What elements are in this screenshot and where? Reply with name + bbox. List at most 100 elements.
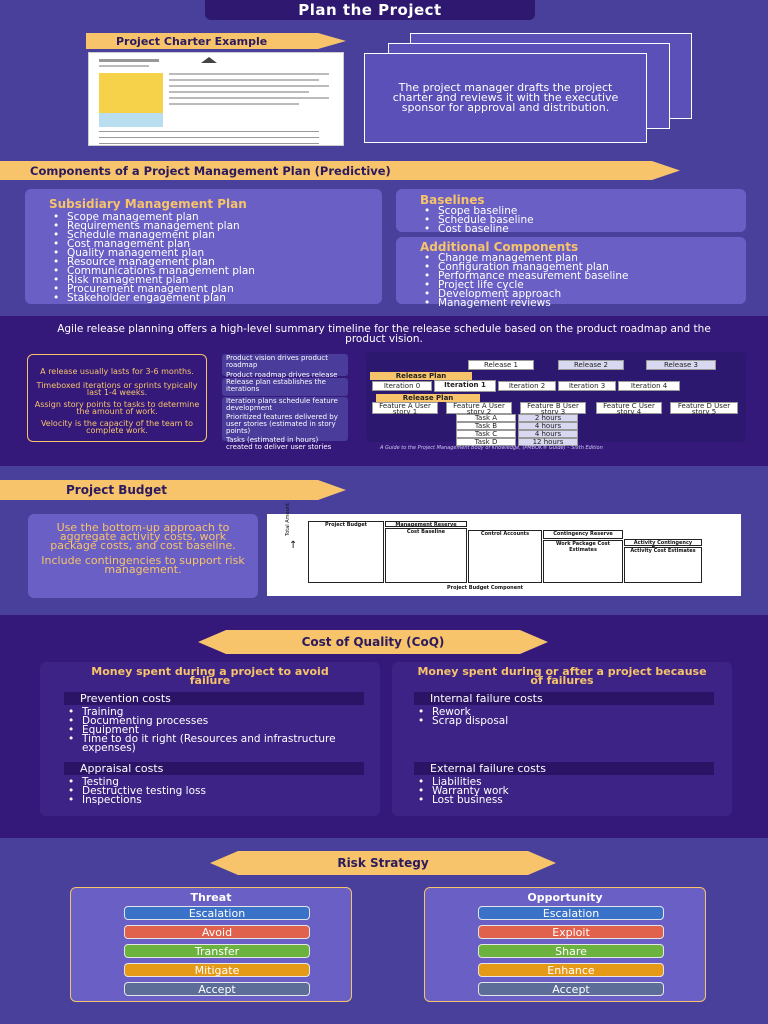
list-item: Inspections [64,795,206,806]
agile-label: Tasks (estimated in hours) created to de… [226,436,332,451]
opportunity-enhance: Enhance [478,963,664,977]
budget-box-label: Control Accounts [480,531,530,537]
release-box: Release 3 [646,360,716,370]
list-item: Warranty work [414,786,509,797]
agile-notes-box: A release usually lasts for 3-6 months. … [27,354,207,442]
components-banner-label: Components of a Project Management Plan … [30,163,391,178]
agile-intro: Agile release planning offers a high-lev… [57,323,711,345]
list-item: Cost management plan [49,239,382,250]
subsidiary-list: Scope management plan Requirements manag… [49,212,382,304]
budget-xlabel: Project Budget Component [447,585,524,591]
budget-box-label: Cost Baseline [406,529,446,535]
list-item: Lost business [414,795,509,806]
budget-box: Project Budget [308,521,384,583]
arrow-up-icon: ↑ [289,540,298,551]
budget-box: Control Accounts [468,530,542,583]
agile-label: Release plan establishes the iterations [226,378,326,393]
budget-text-box: Use the bottom-up approach to aggregate … [28,514,258,598]
task-box: Task C [456,430,516,438]
list-item: Scope management plan [49,212,382,223]
coq-failure-panel: Money spent during or after a project be… [392,662,732,816]
list-item: Risk management plan [49,275,382,286]
internal-failure-list: Rework Scrap disposal [414,707,508,727]
budget-box: Cost Baseline [385,528,467,583]
list-item: Development approach [420,289,746,300]
agile-note: Velocity is the capacity of the team to … [40,418,194,435]
budget-box: Work Package Cost Estimates [543,540,623,583]
list-item: Liabilities [414,777,509,788]
budget-box-label: Project Budget [324,522,368,528]
opportunity-share: Share [478,944,664,958]
budget-box-label: Contingency Reserve [553,531,613,537]
subsidiary-plans-panel: Subsidiary Management Plan Scope managem… [25,189,382,304]
threat-avoid: Avoid [124,925,310,939]
release-diagram: Release 1 Release 2 Release 3 Release Pl… [366,352,746,446]
threat-escalation: Escalation [124,906,310,920]
task-hours: 4 hours [518,422,578,430]
list-item: Cost baseline [420,224,746,235]
agile-note: Assign story points to tasks to determin… [34,399,200,416]
appraisal-costs-header: Appraisal costs [64,762,364,775]
budget-box: Management Reserve [385,521,467,528]
threat-heading: Threat [190,891,232,904]
release-plan-tag: Release Plan [370,372,472,380]
task-box: Task A [456,414,516,422]
iteration-box: Iteration 4 [618,381,680,391]
citation: A Guide to the Project Management Body o… [380,445,603,451]
iteration-box: Iteration 3 [558,381,616,391]
task-box: Task D [456,438,516,446]
agile-note: A release usually lasts for 3-6 months. [40,367,194,376]
charter-banner-label: Project Charter Example [116,34,268,48]
threat-mitigate: Mitigate [124,963,310,977]
opportunity-panel: Opportunity Escalation Exploit Share Enh… [424,887,706,1002]
threat-transfer: Transfer [124,944,310,958]
charter-description: The project manager drafts the project c… [392,81,619,114]
external-failure-list: Liabilities Warranty work Lost business [414,777,509,806]
external-failure-header: External failure costs [414,762,714,775]
agile-label-group: Product vision drives product roadmap Pr… [222,354,348,386]
iteration-box: Iteration 2 [498,381,556,391]
appraisal-list: Testing Destructive testing loss Inspect… [64,777,206,806]
charter-document-image [88,52,344,146]
iteration-box: Iteration 1 [434,380,496,392]
release-box: Release 2 [558,360,624,370]
budget-banner-label: Project Budget [66,483,167,497]
components-banner: Components of a Project Management Plan … [0,161,680,180]
list-item: Configuration management plan [420,262,746,273]
baselines-heading: Baselines [420,193,485,207]
subsidiary-heading: Subsidiary Management Plan [49,197,247,211]
list-item: Procurement management plan [49,284,382,295]
list-item: Stakeholder engagement plan [49,293,382,304]
budget-box: Activity Cost Estimates [624,547,702,583]
budget-text: Include contingencies to support risk ma… [41,554,245,576]
charter-banner: Project Charter Example [86,33,346,49]
budget-ylabel: Total Amount [285,503,291,536]
list-item: Time to do it right (Resources and infra… [64,734,354,754]
charter-thumbnail [99,57,329,144]
list-item: Destructive testing loss [64,786,206,797]
feature-box: Feature C User story 4 [596,402,662,416]
additional-components-panel: Additional Components Change management … [396,237,746,308]
risk-banner-label: Risk Strategy [337,856,429,870]
release-box: Release 1 [468,360,534,370]
feature-box: Feature D User story 5 [670,402,738,416]
task-hours: 2 hours [518,414,578,422]
additional-heading: Additional Components [420,240,579,254]
additional-list: Change management plan Configuration man… [420,253,746,309]
prevention-costs-header: Prevention costs [64,692,364,705]
budget-box: Contingency Reserve [543,530,623,539]
agile-label: Product vision drives product roadmap [226,354,328,369]
page-title: Plan the Project [205,0,535,20]
opportunity-accept: Accept [478,982,664,996]
list-item: Performance measurement baseline [420,271,746,282]
task-box: Task B [456,422,516,430]
baselines-panel: Baselines Scope baseline Schedule baseli… [396,189,746,235]
list-item: Scrap disposal [414,716,508,727]
coq-banner: Cost of Quality (CoQ) [198,630,548,654]
feature-box: Feature B User story 3 [520,402,586,416]
coq-avoid-heading: Money spent during a project to avoid fa… [91,665,329,687]
threat-panel: Threat Escalation Avoid Transfer Mitigat… [70,887,352,1002]
budget-box-label: Management Reserve [395,522,457,528]
agile-label: Prioritized features delivered by user s… [226,413,338,435]
coq-avoid-panel: Money spent during a project to avoid fa… [40,662,380,816]
